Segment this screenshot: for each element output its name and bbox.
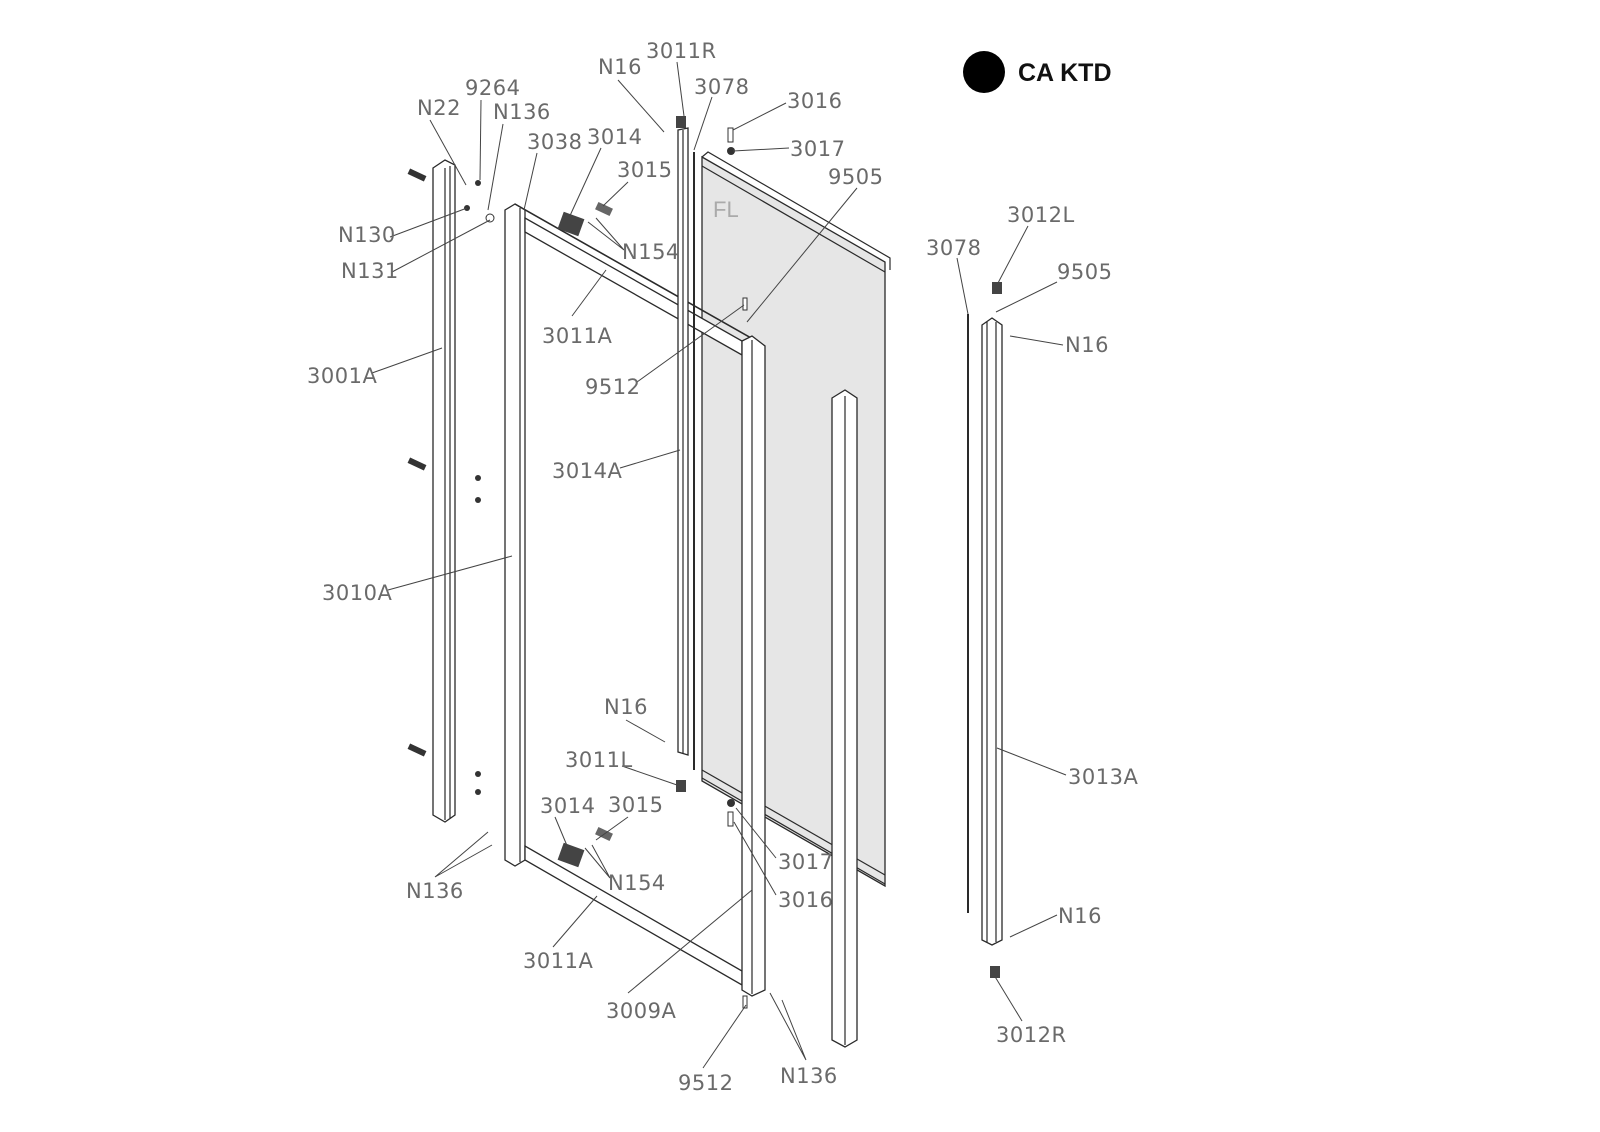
model-title: CA KTD — [1018, 59, 1112, 87]
callout-3078: 3078 — [926, 236, 981, 260]
vertical-profile-3014a — [677, 127, 695, 770]
callout-n16: N16 — [598, 55, 642, 79]
wall-profile-left — [432, 159, 456, 823]
corner-post — [831, 389, 858, 1048]
callout-3011r: 3011R — [646, 39, 717, 63]
callout-3038: 3038 — [527, 130, 582, 154]
callout-3001a: 3001A — [307, 364, 377, 388]
callout-n16: N16 — [1065, 333, 1109, 357]
callout-n136: N136 — [780, 1064, 838, 1088]
callout-n154: N154 — [622, 240, 680, 264]
leader-lines — [371, 61, 1067, 1069]
callout-n136: N136 — [493, 100, 551, 124]
hardware-parts — [407, 116, 1002, 1009]
callout-3014a: 3014A — [552, 459, 622, 483]
panel-mark: FL — [713, 197, 739, 222]
callout-3011a: 3011A — [523, 949, 593, 973]
callout-n16: N16 — [604, 695, 648, 719]
callout-3017: 3017 — [778, 850, 833, 874]
callout-3012l: 3012L — [1007, 203, 1075, 227]
door-frame — [504, 203, 766, 997]
callout-n154: N154 — [608, 871, 666, 895]
callout-9512: 9512 — [585, 375, 640, 399]
callout-labels: 3011R N16 9264 3078 3016 N22 N136 3038 3… — [307, 39, 1138, 1095]
callout-3011a: 3011A — [542, 324, 612, 348]
callout-3010a: 3010A — [322, 581, 392, 605]
callout-3013a: 3013A — [1068, 765, 1138, 789]
callout-9505: 9505 — [828, 165, 883, 189]
callout-3014: 3014 — [587, 125, 642, 149]
callout-3016: 3016 — [778, 888, 833, 912]
callout-3011l: 3011L — [565, 748, 633, 772]
callout-n130: N130 — [338, 223, 396, 247]
callout-n22: N22 — [417, 96, 461, 120]
callout-3009a: 3009A — [606, 999, 676, 1023]
callout-n136: N136 — [406, 879, 464, 903]
callout-3014: 3014 — [540, 794, 595, 818]
wall-profile-right — [967, 314, 1003, 946]
callout-3078: 3078 — [694, 75, 749, 99]
callout-9512: 9512 — [678, 1071, 733, 1095]
callout-3015: 3015 — [608, 793, 663, 817]
callout-n16: N16 — [1058, 904, 1102, 928]
model-marker-dot — [963, 51, 1005, 93]
callout-n131: N131 — [341, 259, 399, 283]
callout-9505: 9505 — [1057, 260, 1112, 284]
callout-3017: 3017 — [790, 137, 845, 161]
callout-3015: 3015 — [617, 158, 672, 182]
callout-9264: 9264 — [465, 76, 520, 100]
callout-3012r: 3012R — [996, 1023, 1067, 1047]
callout-3016: 3016 — [787, 89, 842, 113]
